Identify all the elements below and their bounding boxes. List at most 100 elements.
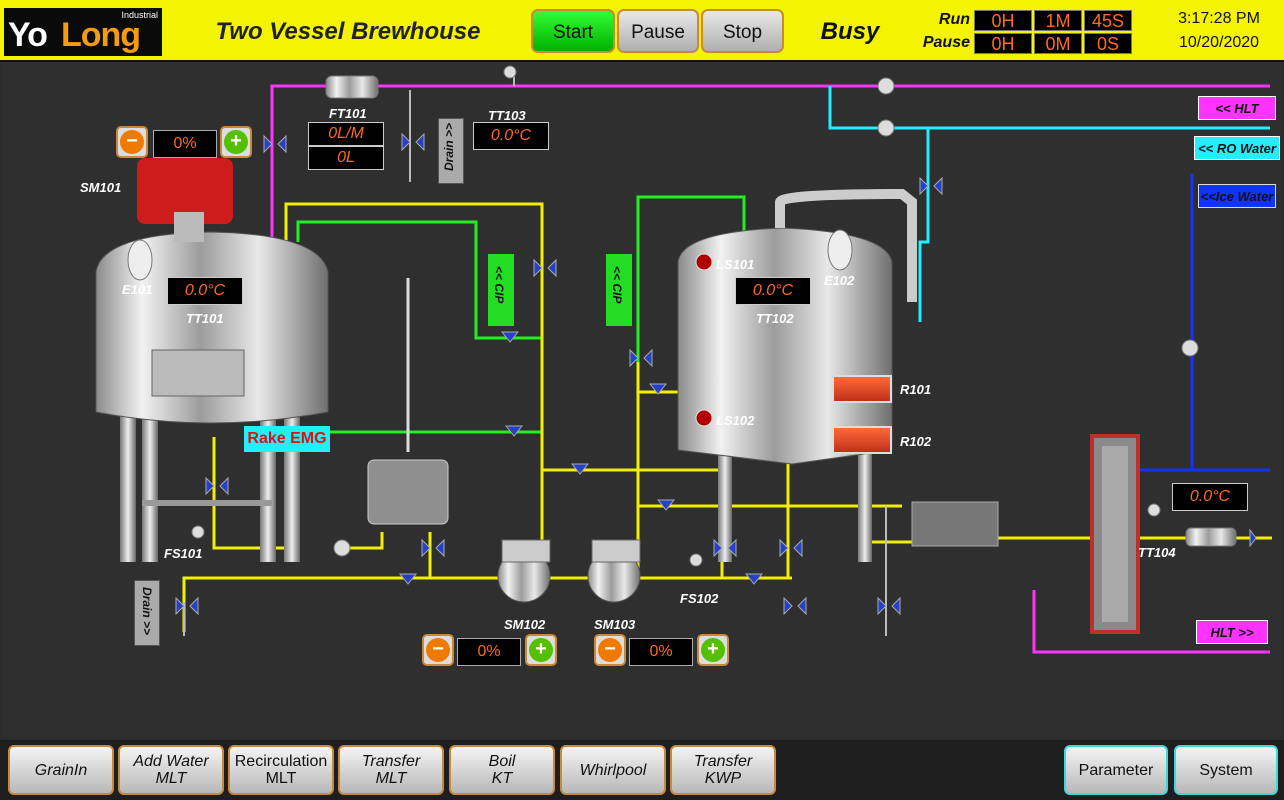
step-add-water-mlt-button[interactable]: Add Water MLT: [118, 745, 224, 795]
plus-icon: +: [701, 638, 725, 662]
cip-2-label: << CIP: [610, 266, 624, 304]
tt101-label: TT101: [186, 311, 224, 326]
sm101-decrease-button[interactable]: −: [116, 126, 148, 158]
sm102-label: SM102: [504, 617, 546, 632]
ls101-indicator: [695, 253, 713, 271]
drain-top-button[interactable]: Drain >>: [438, 118, 464, 184]
hlt-in-button[interactable]: << HLT: [1198, 96, 1276, 120]
sm101-increase-button[interactable]: +: [220, 126, 252, 158]
sm103-speed-display: 0%: [629, 638, 693, 666]
system-button[interactable]: System: [1174, 745, 1278, 795]
ro-water-button[interactable]: << RO Water: [1194, 136, 1280, 160]
pause-minutes: 0M: [1034, 33, 1082, 54]
e102-label: E102: [824, 273, 855, 288]
logo-text-long: Long: [61, 16, 141, 54]
run-hours: 0H: [974, 10, 1032, 31]
ft101-label: FT101: [329, 106, 367, 121]
hlt-supply-pipe: [270, 84, 1270, 654]
r102-label: R102: [900, 434, 932, 449]
sm101-motor: [137, 158, 233, 224]
ice-water-button[interactable]: <<Ice Water: [1198, 184, 1276, 208]
sm102-increase-button[interactable]: +: [525, 634, 557, 666]
minus-icon: −: [426, 638, 450, 662]
cip-1-label: << CIP: [492, 266, 506, 304]
parameter-button[interactable]: Parameter: [1064, 745, 1168, 795]
cip-2-button[interactable]: << CIP: [606, 254, 632, 326]
ice-water-pipe: [1136, 174, 1270, 472]
sm101-speed-display: 0%: [153, 130, 217, 158]
plus-icon: +: [529, 638, 553, 662]
ft101-flow-display: 0L/M: [308, 122, 384, 146]
e102-light-icon: [827, 229, 853, 271]
ls102-label: LS102: [716, 413, 755, 428]
minus-icon: −: [598, 638, 622, 662]
cip-1-button[interactable]: << CIP: [488, 254, 514, 326]
tt104-label: TT104: [1138, 545, 1176, 560]
run-seconds: 45S: [1084, 10, 1132, 31]
drain-bottom-label: Drain >>: [140, 587, 154, 636]
step-boil-kt-button[interactable]: Boil KT: [449, 745, 555, 795]
step-navigation-bar: GrainIn Add Water MLT Recirculation MLT …: [0, 740, 1284, 800]
run-timer-label: Run: [938, 11, 970, 28]
sm101-label: SM101: [80, 180, 122, 195]
drain-lines: [183, 72, 887, 636]
drain-bottom-button[interactable]: Drain >>: [134, 580, 160, 646]
step-grainin-button[interactable]: GrainIn: [8, 745, 114, 795]
pause-timer-label: Pause: [922, 34, 970, 51]
pause-hours: 0H: [974, 33, 1032, 54]
heat-exchanger: [1090, 434, 1140, 634]
grant-vessel: [367, 278, 449, 525]
rake-emg-button[interactable]: Rake EMG: [244, 426, 330, 452]
ls102-indicator: [695, 409, 713, 427]
tt103-temp-display: 0.0°C: [473, 122, 549, 150]
status-text: Busy: [820, 18, 880, 45]
header-bar: Yo Long Industrial Two Vessel Brewhouse …: [0, 0, 1284, 62]
r102-heater[interactable]: [832, 426, 892, 454]
tt104-sensor-icon: [1185, 527, 1237, 547]
hlt-out-button[interactable]: HLT >>: [1196, 620, 1268, 644]
clock-time: 3:17:28 PM: [1178, 10, 1260, 27]
plus-icon: +: [224, 130, 248, 154]
kettle-vessel: [677, 188, 917, 562]
ls101-label: LS101: [716, 257, 755, 272]
yolong-logo: Yo Long Industrial: [4, 8, 162, 56]
logo-text-yo: Yo: [8, 16, 48, 54]
step-recirculation-mlt-button[interactable]: Recirculation MLT: [228, 745, 334, 795]
ball-valves[interactable]: [191, 65, 1199, 567]
sm102-speed-display: 0%: [457, 638, 521, 666]
sight-glass: [911, 501, 999, 547]
sm103-increase-button[interactable]: +: [697, 634, 729, 666]
mlt-vessel: [95, 158, 329, 562]
sm103-decrease-button[interactable]: −: [594, 634, 626, 666]
sm103-label: SM103: [594, 617, 636, 632]
stop-button[interactable]: Stop: [701, 9, 784, 53]
r101-heater[interactable]: [832, 375, 892, 403]
fs102-label: FS102: [680, 591, 719, 606]
sm102-pump-icon: [497, 539, 551, 603]
ft101-total-display: 0L: [308, 146, 384, 170]
process-diagram: − 0% + SM101 FT101 0L/M 0L Drain >> TT10…: [2, 62, 1282, 738]
e101-label: E101: [122, 282, 153, 297]
step-whirlpool-button[interactable]: Whirlpool: [560, 745, 666, 795]
tt103-label: TT103: [488, 108, 526, 123]
run-minutes: 1M: [1034, 10, 1082, 31]
logo-subtitle: Industrial: [121, 10, 158, 20]
ro-water-pipe: [828, 86, 1270, 322]
tt102-label: TT102: [756, 311, 794, 326]
tt104-temp-display: 0.0°C: [1172, 483, 1248, 511]
minus-icon: −: [120, 130, 144, 154]
clock-date: 10/20/2020: [1178, 34, 1260, 51]
sm103-pump-icon: [587, 539, 641, 603]
drain-top-label: Drain >>: [442, 122, 456, 171]
ft101-flowmeter-icon: [325, 75, 379, 99]
step-transfer-mlt-button[interactable]: Transfer MLT: [338, 745, 444, 795]
pause-seconds: 0S: [1084, 33, 1132, 54]
e101-light-icon: [127, 239, 153, 281]
sm102-decrease-button[interactable]: −: [422, 634, 454, 666]
pause-button[interactable]: Pause: [617, 9, 699, 53]
page-title: Two Vessel Brewhouse: [215, 18, 481, 45]
r101-label: R101: [900, 382, 932, 397]
step-transfer-kwp-button[interactable]: Transfer KWP: [670, 745, 776, 795]
valves[interactable]: [175, 132, 1257, 616]
start-button[interactable]: Start: [531, 9, 615, 53]
